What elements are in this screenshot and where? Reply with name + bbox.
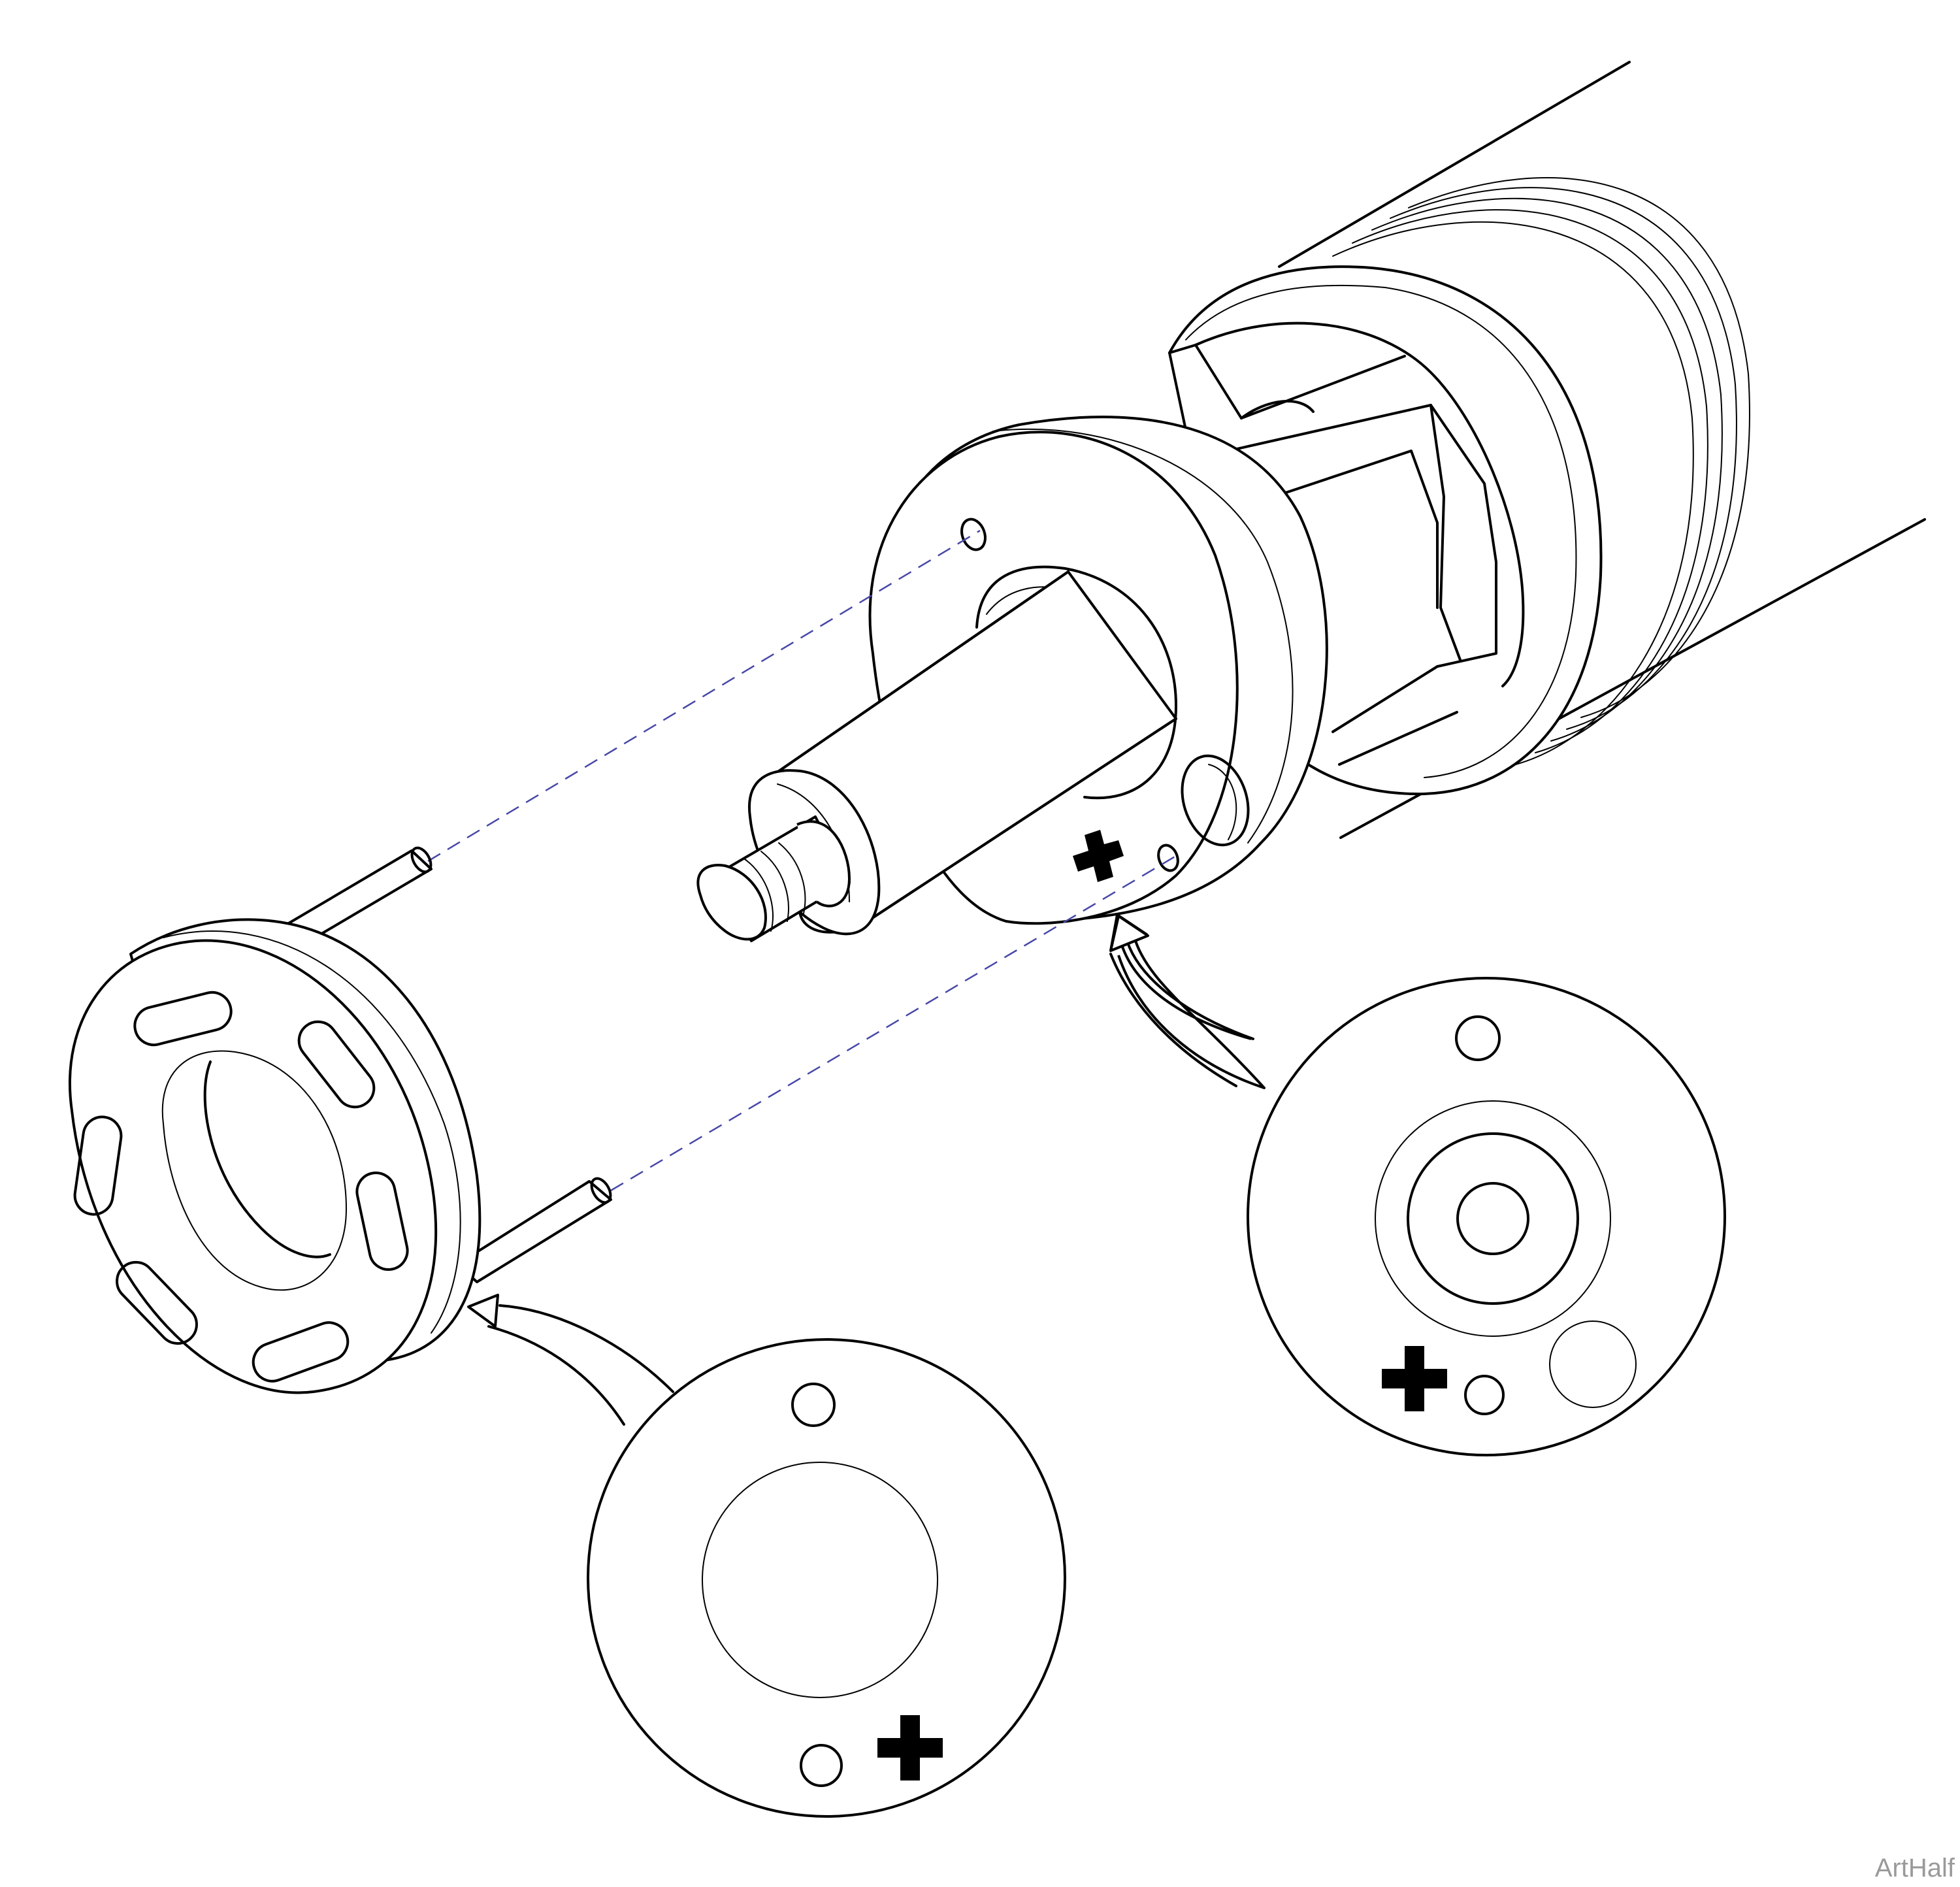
ring-slots (73, 991, 409, 1383)
detail-flange-pin-hole-bottom (1464, 1375, 1505, 1415)
detail-flange-ring-middle (1407, 1132, 1579, 1305)
flange-bore (975, 565, 1177, 800)
detail-flange-pin-hole-top (1455, 1015, 1501, 1061)
ring-bore (161, 1050, 348, 1291)
detail-flange-ring-inner (1456, 1182, 1529, 1255)
retaining-ring (68, 846, 612, 1394)
detail-view-flange (1247, 977, 1726, 1456)
detail-ring-pin-hole-bottom (800, 1744, 843, 1787)
detail-flange-ring-outer (1375, 1100, 1611, 1337)
handpiece-body (696, 61, 1926, 942)
watermark: ArtHalf (1874, 1854, 1955, 1882)
flange-pin-hole-top (960, 517, 987, 551)
drive-shaft (696, 570, 1177, 942)
thread-rings (1332, 177, 1750, 765)
flange-pin-hole-bottom (1157, 844, 1179, 872)
alignment-guides (427, 529, 1177, 1192)
detail-flange-plus-icon (1382, 1346, 1447, 1411)
callout-arrow-ring (467, 1294, 674, 1426)
detail-flange-side-hole (1549, 1321, 1637, 1408)
housing-window (1168, 321, 1525, 766)
callout-arrow-flange (1109, 913, 1266, 1089)
detail-ring-plus-icon (877, 1715, 943, 1780)
flange-side-hole (1181, 754, 1250, 847)
detail-ring-pin-hole-top (791, 1383, 836, 1427)
detail-ring-bore (702, 1462, 938, 1698)
flange-plus-icon (1073, 830, 1124, 882)
detail-view-ring (587, 1338, 1066, 1818)
